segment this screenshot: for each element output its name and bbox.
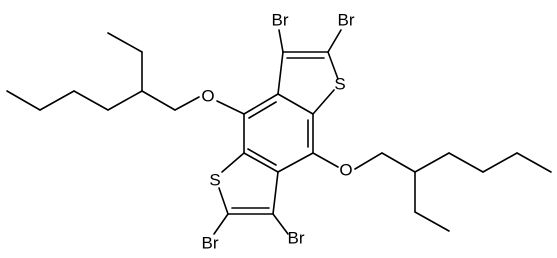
bond-lines (6, 29, 552, 235)
sulfur-label-upper: S (334, 75, 345, 94)
bromine-label-top-right: Br (338, 11, 355, 30)
bromine-label-bottom-right: Br (288, 229, 305, 248)
bromine-label-bottom-left: Br (202, 234, 219, 253)
sulfur-label-lower: S (209, 171, 220, 190)
atom-labels: Br Br S O S O Br Br (201, 11, 354, 253)
bromine-label-top-left: Br (272, 11, 289, 30)
oxygen-label-left: O (201, 87, 214, 106)
oxygen-label-right: O (339, 161, 352, 180)
